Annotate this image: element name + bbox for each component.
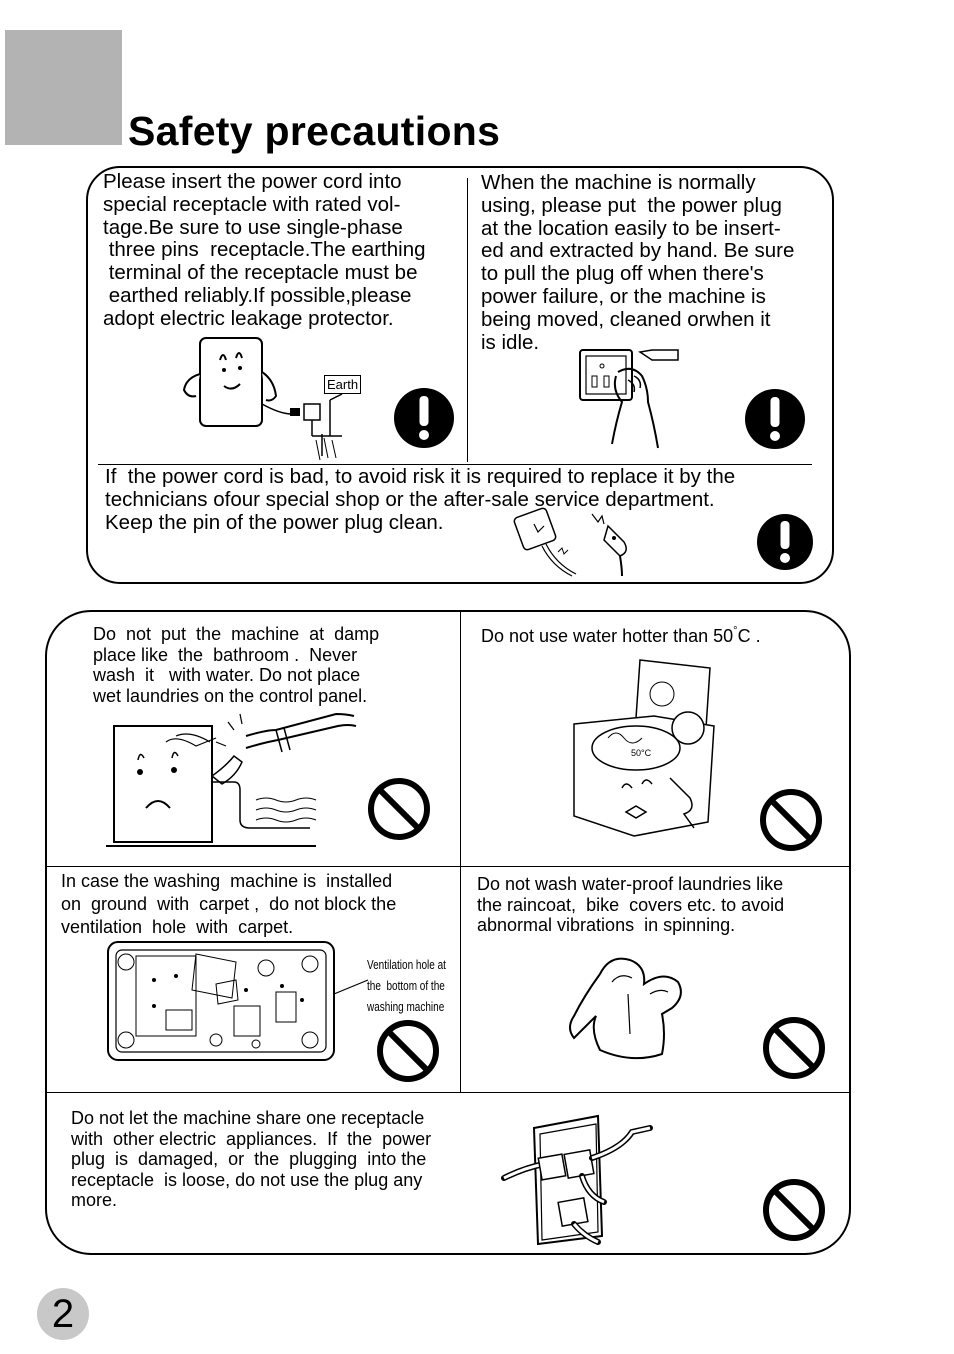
prohibition-icon xyxy=(763,1179,825,1241)
divider xyxy=(460,612,461,1092)
power-safety-box xyxy=(86,166,834,584)
usage-safety-box xyxy=(45,610,851,1255)
damaged-cord-instruction-text: If the power cord is bad, to avoid risk … xyxy=(105,465,736,534)
exclamation-warning-icon xyxy=(394,388,454,448)
page-number-badge xyxy=(37,1288,89,1340)
water-temperature-instruction: Do not use water hotter than 50°C . xyxy=(481,625,761,647)
wet-machine-illustration xyxy=(106,712,357,847)
section-marker-block xyxy=(5,30,122,145)
page-number: 2 xyxy=(51,1292,75,1336)
hot-water-machine-illustration xyxy=(573,659,715,837)
power-plug-instruction-text: When the machine is normally using, plea… xyxy=(481,171,795,354)
divider xyxy=(47,1092,850,1093)
page-title: Safety precautions xyxy=(128,108,501,154)
earthed-machine-illustration xyxy=(182,337,343,461)
exclamation-warning-icon xyxy=(745,389,805,449)
degree-symbol: ° xyxy=(733,625,738,637)
raincoat-illustration xyxy=(569,957,682,1060)
hand-unplugging-illustration xyxy=(579,349,679,449)
divider xyxy=(98,464,812,465)
prohibition-icon xyxy=(377,1020,439,1082)
carpet-instruction-text: In case the washing machine is installed… xyxy=(61,871,397,937)
temperature-label: 50°C xyxy=(631,748,652,758)
machine-bottom-illustration xyxy=(107,941,369,1061)
waterproof-laundry-instruction-text: Do not wash water-proof laundries like t… xyxy=(477,874,785,935)
prohibition-icon xyxy=(763,1017,825,1079)
damaged-plug-illustration xyxy=(513,507,627,577)
water-temperature-text: Do not use water hotter than 50 xyxy=(481,626,734,646)
divider xyxy=(47,866,850,867)
divider xyxy=(467,178,468,462)
temperature-unit: C . xyxy=(737,626,761,646)
damp-place-instruction-text: Do not put the machine at damp place lik… xyxy=(93,624,380,706)
ventilation-hole-label: Ventilation hole at the bottom of the wa… xyxy=(367,958,446,1014)
prohibition-icon xyxy=(368,778,430,840)
earth-label: Earth xyxy=(324,375,362,394)
power-cord-instruction-text: Please insert the power cord into specia… xyxy=(103,170,426,330)
prohibition-icon xyxy=(760,789,822,851)
overloaded-receptacle-illustration xyxy=(501,1114,653,1246)
shared-receptacle-instruction-text: Do not let the machine share one recepta… xyxy=(71,1108,432,1211)
exclamation-warning-icon xyxy=(757,514,813,570)
